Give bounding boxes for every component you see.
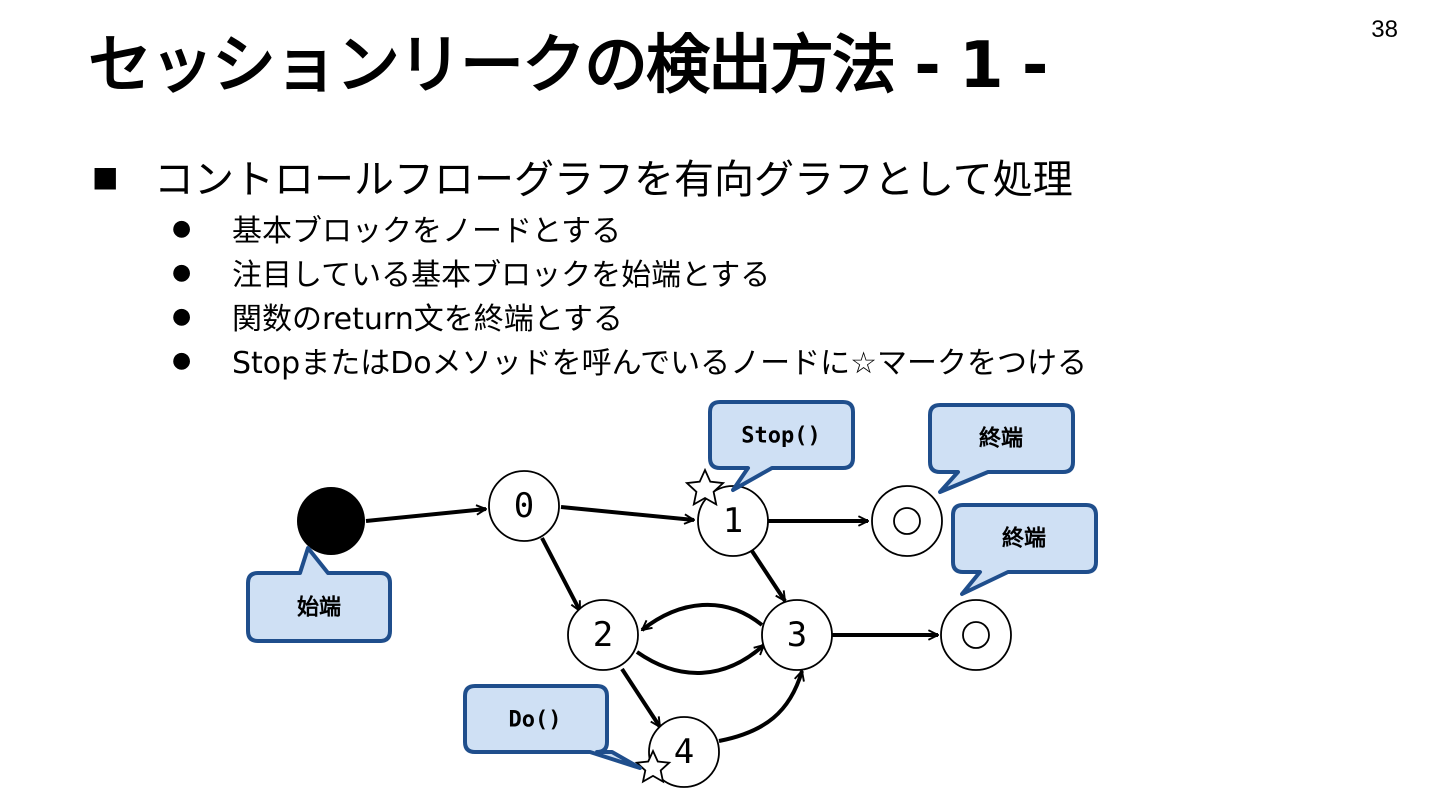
- callout-do: Do(): [463, 684, 642, 770]
- start-node: [297, 487, 365, 555]
- edges: [365, 505, 938, 743]
- end-node-2: [940, 599, 1012, 671]
- square-bullet-icon: ■: [92, 159, 119, 193]
- bullet-list: ■ コントロールフローグラフを有向グラフとして処理 ● 基本ブロックをノードとす…: [92, 146, 1087, 382]
- edge-0-1: [560, 505, 694, 520]
- callout-end-1: 終端: [928, 403, 1075, 494]
- star-icon: [684, 467, 726, 507]
- nodes: 0 1 2 3 4: [297, 470, 1012, 788]
- end-node-1: [871, 485, 943, 557]
- sub-bullet-text: StopまたはDoメソッドを呼んでいるノードに☆マークをつける: [232, 346, 1088, 381]
- page-number: 38: [1371, 16, 1398, 43]
- round-bullet-icon: ●: [172, 347, 192, 373]
- sub-bullet-text: 注目している基本ブロックを始端とする: [232, 258, 771, 293]
- sub-bullet: ● 注目している基本ブロックを始端とする: [92, 250, 1087, 294]
- callout-start-label: 始端: [297, 595, 341, 621]
- edge-2-4: [620, 667, 662, 727]
- sub-bullet: ● 関数のreturn文を終端とする: [92, 294, 1087, 338]
- round-bullet-icon: ●: [172, 303, 192, 329]
- edge-4-3: [718, 671, 802, 743]
- edge-1-3: [750, 549, 787, 601]
- node-label: 0: [514, 486, 534, 526]
- edge-start-0: [365, 509, 486, 523]
- callout-start: 始端: [246, 546, 392, 643]
- star-icon: [634, 748, 672, 784]
- slide-title: セッションリークの検出方法 - 1 -: [88, 29, 1048, 103]
- edge-3-2: [642, 603, 764, 632]
- callout-end-2: 終端: [951, 503, 1098, 596]
- sub-bullet: ● StopまたはDoメソッドを呼んでいるノードに☆マークをつける: [92, 338, 1087, 382]
- graph-node-2: 2: [567, 599, 639, 671]
- node-label: 2: [593, 615, 613, 655]
- sub-bullet-text: 基本ブロックをノードとする: [232, 214, 622, 249]
- main-bullet: ■ コントロールフローグラフを有向グラフとして処理: [92, 146, 1087, 206]
- graph-node-0: 0: [488, 470, 560, 542]
- edge-2-3: [635, 643, 764, 675]
- callout-stop-label: Stop(): [741, 424, 820, 449]
- sub-bullet-text: 関数のreturn文を終端とする: [232, 302, 623, 337]
- callout-end-2-label: 終端: [1002, 526, 1046, 552]
- graph-node-3: 3: [761, 599, 833, 671]
- node-label: 4: [674, 732, 694, 772]
- graph-node-4: 4: [648, 716, 720, 788]
- callout-do-label: Do(): [509, 708, 562, 733]
- round-bullet-icon: ●: [172, 215, 192, 241]
- main-bullet-text: コントロールフローグラフを有向グラフとして処理: [154, 157, 1073, 203]
- node-label: 3: [787, 615, 807, 655]
- round-bullet-icon: ●: [172, 259, 192, 285]
- callout-stop: Stop(): [708, 400, 855, 492]
- node-label: 1: [723, 501, 743, 541]
- sub-bullet: ● 基本ブロックをノードとする: [92, 206, 1087, 250]
- sub-bullet-list: ● 基本ブロックをノードとする ● 注目している基本ブロックを始端とする ● 関…: [92, 206, 1087, 382]
- edge-0-2: [540, 537, 582, 611]
- callout-end-1-label: 終端: [979, 426, 1023, 452]
